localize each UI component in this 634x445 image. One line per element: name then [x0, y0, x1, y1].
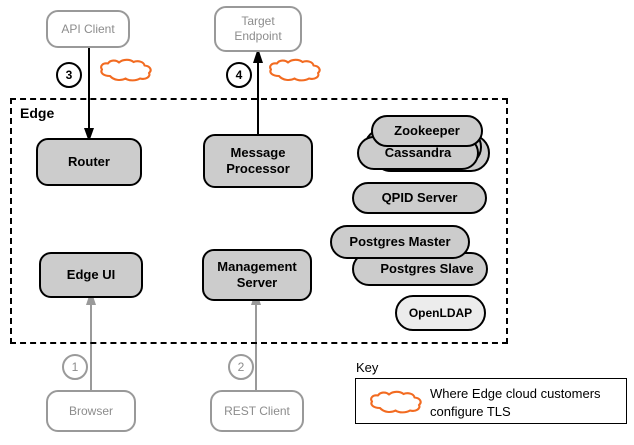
node-zookeeper[interactable]: Zookeeper: [371, 115, 483, 147]
step-marker-4-label: 4: [235, 68, 243, 82]
step-marker-3: 3: [56, 62, 82, 88]
node-postgres-slave-label: Postgres Slave: [380, 260, 474, 276]
node-message-processor[interactable]: Message Processor: [203, 134, 313, 188]
node-rest-client-label: REST Client: [224, 403, 290, 418]
cloud-icon-message-processor: [267, 58, 323, 82]
node-browser[interactable]: Browser: [46, 390, 136, 432]
node-router-label: Router: [68, 153, 110, 169]
connector-message-processor-to-target-endpoint: [253, 48, 263, 144]
node-router[interactable]: Router: [36, 138, 142, 186]
key-description: Where Edge cloud customers configure TLS: [430, 386, 601, 419]
step-marker-3-label: 3: [65, 68, 73, 82]
edge-boundary-label: Edge: [20, 105, 55, 121]
node-rest-client[interactable]: REST Client: [210, 390, 304, 432]
node-qpid-server[interactable]: QPID Server: [352, 182, 487, 214]
step-marker-4: 4: [226, 62, 252, 88]
node-edge-ui-label: Edge UI: [66, 266, 116, 282]
edge-boundary: [10, 98, 508, 344]
node-postgres-master[interactable]: Postgres Master: [330, 225, 470, 259]
node-management-server[interactable]: Management Server: [202, 249, 312, 301]
node-management-server-label: Management Server: [217, 258, 297, 290]
step-marker-2-label: 2: [237, 360, 245, 374]
key-title: Key: [356, 360, 379, 375]
node-api-client-label: API Client: [61, 21, 115, 36]
step-marker-2: 2: [228, 354, 254, 380]
node-qpid-server-label: QPID Server: [381, 189, 458, 205]
node-target-endpoint-label: Target Endpoint: [234, 14, 282, 43]
node-api-client[interactable]: API Client: [46, 10, 130, 48]
step-marker-1-label: 1: [71, 360, 79, 374]
cloud-icon-router: [98, 58, 154, 82]
cloud-icon-key: [368, 390, 424, 414]
step-marker-1: 1: [62, 354, 88, 380]
node-edge-ui[interactable]: Edge UI: [39, 252, 143, 298]
key-box: [355, 378, 627, 424]
node-zookeeper-label: Zookeeper: [394, 122, 460, 138]
node-openldap[interactable]: OpenLDAP: [395, 295, 486, 331]
connector-api-client-to-router: [84, 48, 94, 144]
node-postgres-master-label: Postgres Master: [349, 233, 451, 249]
node-message-processor-label: Message Processor: [226, 144, 290, 176]
node-browser-label: Browser: [68, 403, 113, 418]
node-target-endpoint[interactable]: Target Endpoint: [214, 6, 302, 52]
node-openldap-label: OpenLDAP: [408, 305, 473, 320]
node-cassandra-label: Cassandra: [384, 144, 452, 160]
